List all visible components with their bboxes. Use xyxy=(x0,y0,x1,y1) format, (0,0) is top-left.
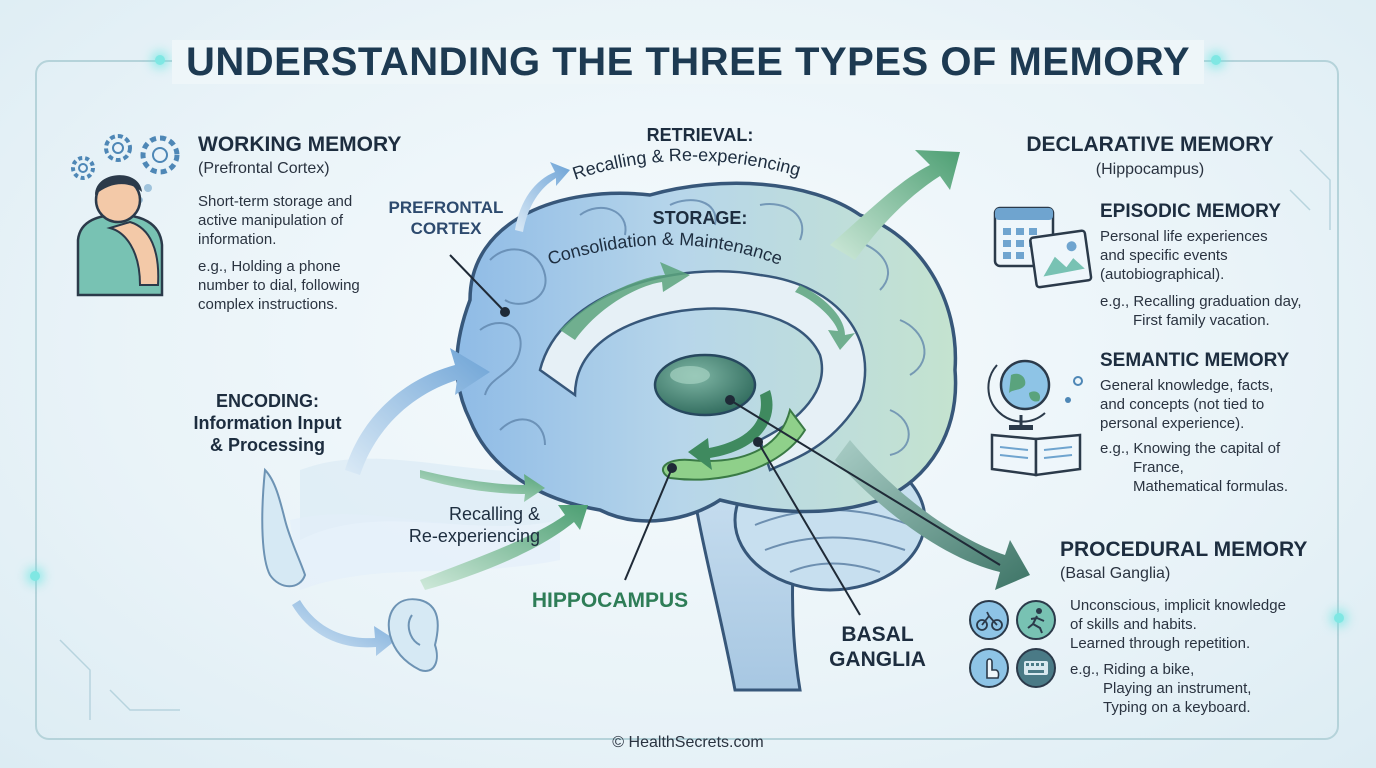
retrieval-small-arrow xyxy=(515,162,570,232)
globe-icon xyxy=(987,359,1051,430)
inner-return-arrow xyxy=(688,390,773,470)
procedural-memory-subheading: (Basal Ganglia) xyxy=(1060,565,1171,582)
prefrontal-pointer xyxy=(449,254,506,313)
photo-icon xyxy=(1029,229,1093,289)
encoding-label: ENCODING:Information Input& Processing xyxy=(193,391,342,455)
retrieval-label: RETRIEVAL: xyxy=(646,125,754,145)
book-icon xyxy=(990,433,1082,477)
page-title: UNDERSTANDING THE THREE TYPES OF MEMORY xyxy=(0,40,1376,85)
procedural-memory-heading: PROCEDURAL MEMORY xyxy=(1060,538,1308,561)
gear-icon xyxy=(71,156,95,180)
keyboard-icon xyxy=(1016,648,1056,688)
encoding-arrow xyxy=(345,348,490,475)
recalling-arrow-lower xyxy=(420,505,588,590)
corpus-callosum xyxy=(538,270,867,472)
storage-arrow-right xyxy=(795,285,855,350)
declarative-memory-heading: DECLARATIVE MEMORY xyxy=(1026,133,1274,156)
hippocampus-pointer xyxy=(624,467,673,581)
nose-icon xyxy=(261,467,307,588)
recalling-arrow xyxy=(420,470,545,502)
gear-icon xyxy=(140,135,180,175)
procedural-memory-example: e.g., Riding a bike,Playing an instrumen… xyxy=(1070,661,1252,716)
storage-label: STORAGE: xyxy=(652,208,748,228)
ear-icon xyxy=(387,598,439,672)
copyright-footer: © HealthSecrets.com xyxy=(612,734,764,751)
gear-icon xyxy=(104,134,132,162)
basal-pointer-2 xyxy=(729,399,1001,566)
bicycle-icon xyxy=(969,600,1009,640)
semantic-memory-heading: SEMANTIC MEMORY xyxy=(1100,350,1290,371)
working-memory-subheading: (Prefrontal Cortex) xyxy=(198,160,330,177)
input-wave xyxy=(290,514,560,590)
svg-text:Recalling & Re-experiencing: Recalling & Re-experiencing xyxy=(570,145,803,184)
basal-pointer-1 xyxy=(757,441,861,616)
declarative-memory-subheading: (Hippocampus) xyxy=(1095,161,1205,178)
retrieval-subtitle: Recalling & Re-experiencing xyxy=(570,145,803,184)
running-icon xyxy=(1016,600,1056,640)
semantic-memory-description: General knowledge, facts,and concepts (n… xyxy=(1100,377,1274,432)
working-memory-heading: WORKING MEMORY xyxy=(198,133,402,156)
storage-arrow xyxy=(560,262,690,340)
frame-glow-dot xyxy=(155,55,165,65)
frame-glow-dot xyxy=(1211,55,1221,65)
episodic-memory-example: e.g., Recalling graduation day,First fam… xyxy=(1100,293,1302,329)
frame-glow-dot xyxy=(1334,613,1344,623)
hand-tap-icon xyxy=(969,648,1009,688)
ear-arrow xyxy=(292,600,396,656)
recalling-label: Recalling &Re-experiencing xyxy=(408,504,540,546)
episodic-memory-heading: EPISODIC MEMORY xyxy=(1100,201,1281,222)
hippocampus-label: HIPPOCAMPUS xyxy=(531,589,689,612)
thinking-person-icon xyxy=(76,175,164,297)
declarative-arrow xyxy=(830,150,960,260)
frame-glow-dot xyxy=(30,571,40,581)
hippocampus-structure xyxy=(662,407,807,481)
